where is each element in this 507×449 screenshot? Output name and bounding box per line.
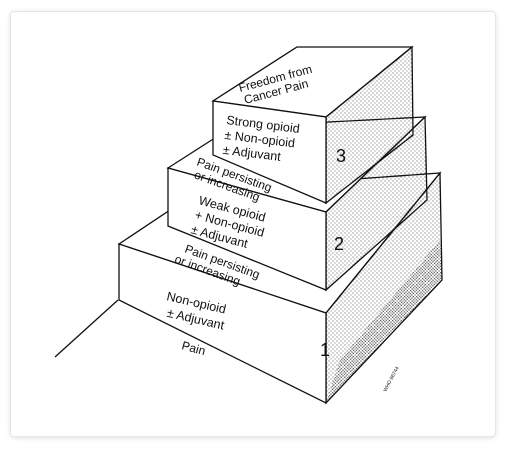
step-2-front-face	[167, 167, 327, 291]
pain-text: Pain	[180, 338, 207, 358]
figure-code: WHO 86744	[382, 366, 400, 393]
step-3-text: Strong opioid ± Non-opioid ± Adjuvant	[222, 113, 301, 164]
step-3-block	[211, 45, 414, 205]
step-3-number: 3	[336, 146, 346, 166]
figure-code-text: WHO 86744	[382, 366, 400, 393]
step-1-front-face	[118, 243, 327, 405]
step-3-front-face	[212, 100, 327, 204]
pain-label: Pain	[180, 338, 207, 358]
ground-line	[54, 299, 119, 358]
step-1-number: 1	[320, 340, 330, 360]
step-2-text: Weak opioid + Non-opioid ± Adjuvant	[189, 193, 267, 251]
step-1-side-shade	[326, 240, 442, 403]
step-2-number: 2	[334, 234, 344, 254]
